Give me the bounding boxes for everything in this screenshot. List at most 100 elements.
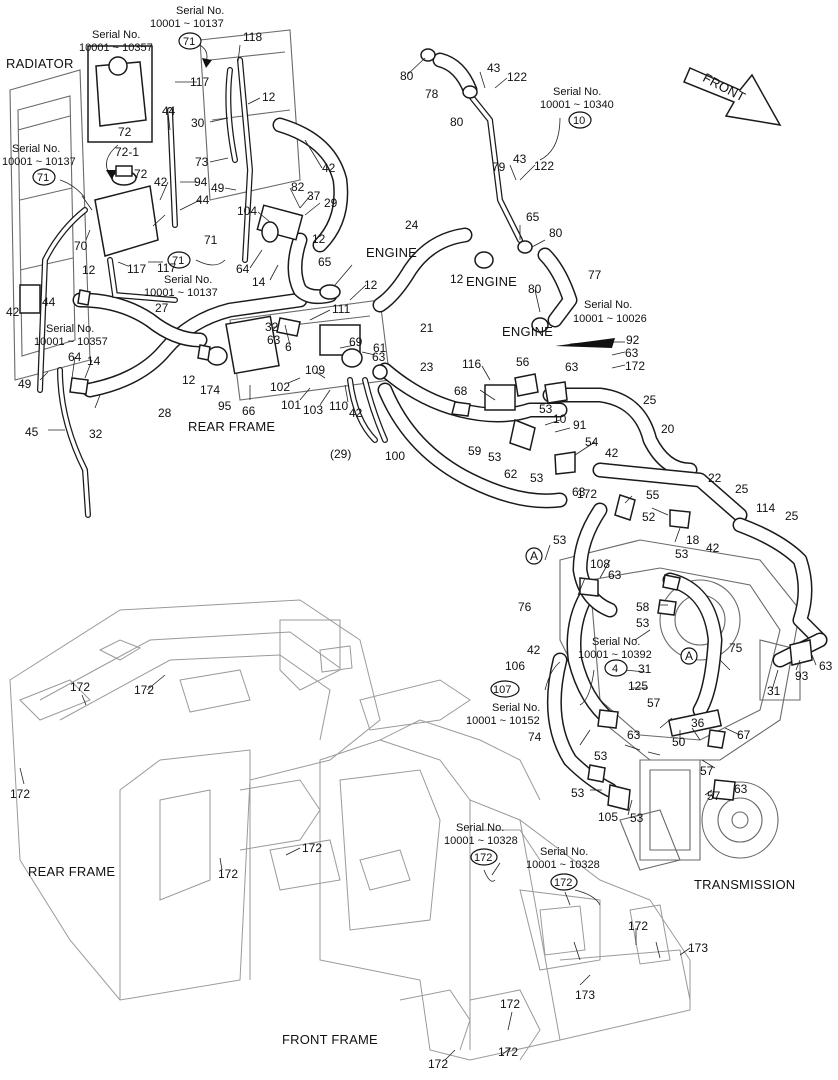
part-number-label: 101 — [281, 398, 301, 412]
serial-note-ref: 107 — [493, 684, 511, 696]
serial-note-ref: 71 — [172, 255, 184, 267]
part-number-label: 12 — [450, 272, 464, 286]
serial-note-title: Serial No. — [176, 5, 224, 17]
rear-frame-structure — [9, 599, 471, 1001]
serial-note-range: 10001 ~ 10137 — [2, 156, 76, 168]
part-number-label: 12 — [262, 90, 276, 104]
section-callouts: A A — [525, 547, 698, 665]
serial-note-title: Serial No. — [164, 274, 212, 286]
part-number-label: 29 — [324, 196, 338, 210]
part-number-label: 93 — [795, 669, 809, 683]
part-number-label: 91 — [573, 418, 587, 432]
fittings — [69, 48, 813, 811]
part-number-label: 63 — [734, 782, 748, 796]
callout-a: A — [685, 649, 693, 663]
part-number-label: 36 — [691, 716, 705, 730]
part-number-label: 53 — [630, 811, 644, 825]
part-number-label: 54 — [585, 435, 599, 449]
thin-tubes — [37, 57, 523, 518]
part-number-label: 63 — [267, 333, 281, 347]
part-number-label: 53 — [539, 402, 553, 416]
part-number-label: 14 — [87, 354, 101, 368]
part-number-label: 42 — [605, 446, 619, 460]
part-number-label: 42 — [322, 161, 336, 175]
part-number-label: 172 — [628, 919, 648, 933]
part-number-label: 174 — [200, 383, 220, 397]
part-number-label: 95 — [218, 399, 232, 413]
serial-note-title: Serial No. — [592, 636, 640, 648]
part-number-label: 172 — [10, 787, 30, 801]
part-number-label: 172 — [500, 997, 520, 1011]
part-number-label: 172 — [498, 1045, 518, 1059]
part-number-label: 70 — [74, 239, 88, 253]
part-number-label: 114 — [756, 501, 775, 515]
serial-note-ref: 172 — [554, 877, 572, 889]
part-number-label: 20 — [661, 422, 675, 436]
part-number-label: 74 — [528, 730, 542, 744]
part-number-label: 172 — [302, 841, 322, 855]
part-number-label: 172 — [428, 1057, 448, 1071]
part-number-label: 72 — [134, 167, 148, 181]
serial-note-range: 10001 ~ 10340 — [540, 99, 614, 111]
part-number-label: 27 — [155, 301, 169, 315]
serial-note-title: Serial No. — [553, 86, 601, 98]
front-arrow-shape — [683, 67, 782, 126]
part-number-label: 55 — [646, 488, 660, 502]
part-number-label: 80 — [450, 115, 464, 129]
part-number-label: 76 — [518, 600, 532, 614]
part-number-label: 77 — [588, 268, 602, 282]
part-number-label: 28 — [158, 406, 172, 420]
serial-note-title: Serial No. — [92, 29, 140, 41]
part-number-label: 57 — [647, 696, 661, 710]
serial-note-range: 10001 ~ 10328 — [444, 835, 518, 847]
part-number-label: 50 — [672, 735, 686, 749]
part-number-label: 32 — [89, 427, 103, 441]
part-number-label: 172 — [70, 680, 90, 694]
label-engine-2: ENGINE — [466, 274, 517, 289]
part-number-label: 61 — [373, 341, 387, 355]
part-number-label: 65 — [526, 210, 540, 224]
serial-note-range: 10001 ~ 10026 — [573, 313, 647, 325]
part-number-label: 73 — [195, 155, 209, 169]
part-number-label: (29) — [330, 447, 351, 461]
part-number-label: 63 — [608, 568, 622, 582]
part-number-label: 42 — [154, 175, 168, 189]
serial-note-ref: 10 — [573, 115, 585, 127]
serial-note-range: 10001 ~ 10137 — [150, 18, 224, 30]
part-number-label: 57 — [707, 789, 721, 803]
part-number-label: 37 — [307, 189, 321, 203]
serial-note-range: 10001 ~ 10328 — [526, 859, 600, 871]
part-number-label: 43 — [513, 152, 527, 166]
front-frame-structure — [319, 719, 691, 1061]
part-number-label: 25 — [643, 393, 657, 407]
part-number-label: 44 — [196, 193, 210, 207]
part-number-label: 42 — [527, 643, 541, 657]
part-number-label: 58 — [636, 600, 650, 614]
part-number-label: 10 — [553, 412, 567, 426]
part-number-label: 66 — [242, 404, 256, 418]
part-number-label: 12 — [182, 373, 196, 387]
part-number-label: 12 — [82, 263, 96, 277]
components — [19, 45, 813, 811]
part-number-label: 117 — [190, 75, 209, 89]
part-number-label: 104 — [237, 204, 257, 218]
part-number-label: 92 — [626, 333, 640, 347]
part-number-label: 42 — [6, 305, 20, 319]
part-number-label: 172 — [134, 683, 154, 697]
part-number-label: 111 — [332, 302, 351, 316]
part-number-label: 43 — [487, 61, 501, 75]
part-number-label: 172 — [577, 487, 597, 501]
part-number-label: 82 — [291, 180, 305, 194]
part-number-label: 80 — [528, 282, 542, 296]
part-number-label: 63 — [565, 360, 579, 374]
serial-note-range: 10001 ~ 10357 — [34, 336, 108, 348]
part-number-label: 67 — [737, 728, 751, 742]
part-number-label: 12 — [312, 232, 326, 246]
part-number-label: 53 — [553, 533, 567, 547]
part-number-label: 65 — [318, 255, 332, 269]
part-number-label: 102 — [270, 380, 290, 394]
part-number-label: 49 — [18, 377, 32, 391]
part-number-label: 78 — [425, 87, 439, 101]
part-number-label: 53 — [594, 749, 608, 763]
